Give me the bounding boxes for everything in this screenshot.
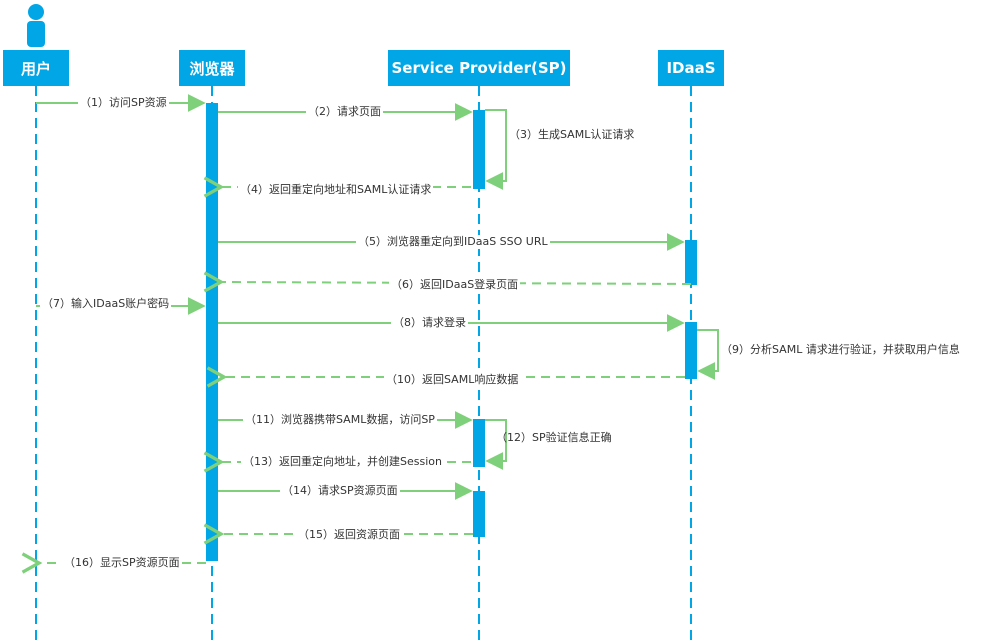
message-12-arrow [485, 419, 507, 470]
message-16-label: （16）显示SP资源页面 [62, 556, 182, 570]
message-10-label: （10）返回SAML响应数据 [384, 373, 521, 387]
message-5-label: （5）浏览器重定向到IDaaS SSO URL [356, 235, 550, 249]
activation-sp-1 [473, 110, 485, 189]
message-11-label: （11）浏览器携带SAML数据，访问SP [243, 413, 437, 427]
message-6-arrow [203, 271, 692, 293]
activation-idaas-1 [685, 240, 697, 285]
message-9-arrow [697, 329, 719, 380]
message-9-label: （9）分析SAML 请求进行验证，并获取用户信息 [721, 343, 960, 356]
participant-browser: 浏览器 [179, 50, 245, 86]
message-1-label: （1）访问SP资源 [78, 96, 169, 110]
activation-sp-3 [473, 491, 485, 537]
activation-idaas-2 [685, 322, 697, 379]
message-6-label: （6）返回IDaaS登录页面 [389, 278, 521, 292]
participant-sp: Service Provider(SP) [388, 50, 570, 86]
activation-browser [206, 103, 218, 561]
message-14-label: （14）请求SP资源页面 [280, 484, 400, 498]
message-3-label: （3）生成SAML认证请求 [509, 128, 635, 141]
message-15-label: （15）返回资源页面 [296, 528, 402, 542]
person-icon [27, 4, 45, 47]
message-4-label: （4）返回重定向地址和SAML认证请求 [238, 183, 434, 197]
activation-sp-2 [473, 419, 485, 467]
message-7-label: （7）输入IDaaS账户密码 [40, 297, 172, 311]
message-2-label: （2）请求页面 [306, 105, 383, 119]
message-3-arrow [485, 109, 507, 190]
participant-idaas: IDaaS [658, 50, 724, 86]
message-13-label: （13）返回重定向地址，并创建Session [241, 455, 444, 469]
participant-user: 用户 [3, 50, 69, 86]
message-12-label: （12）SP验证信息正确 [496, 431, 612, 444]
message-8-label: （8）请求登录 [391, 316, 468, 330]
